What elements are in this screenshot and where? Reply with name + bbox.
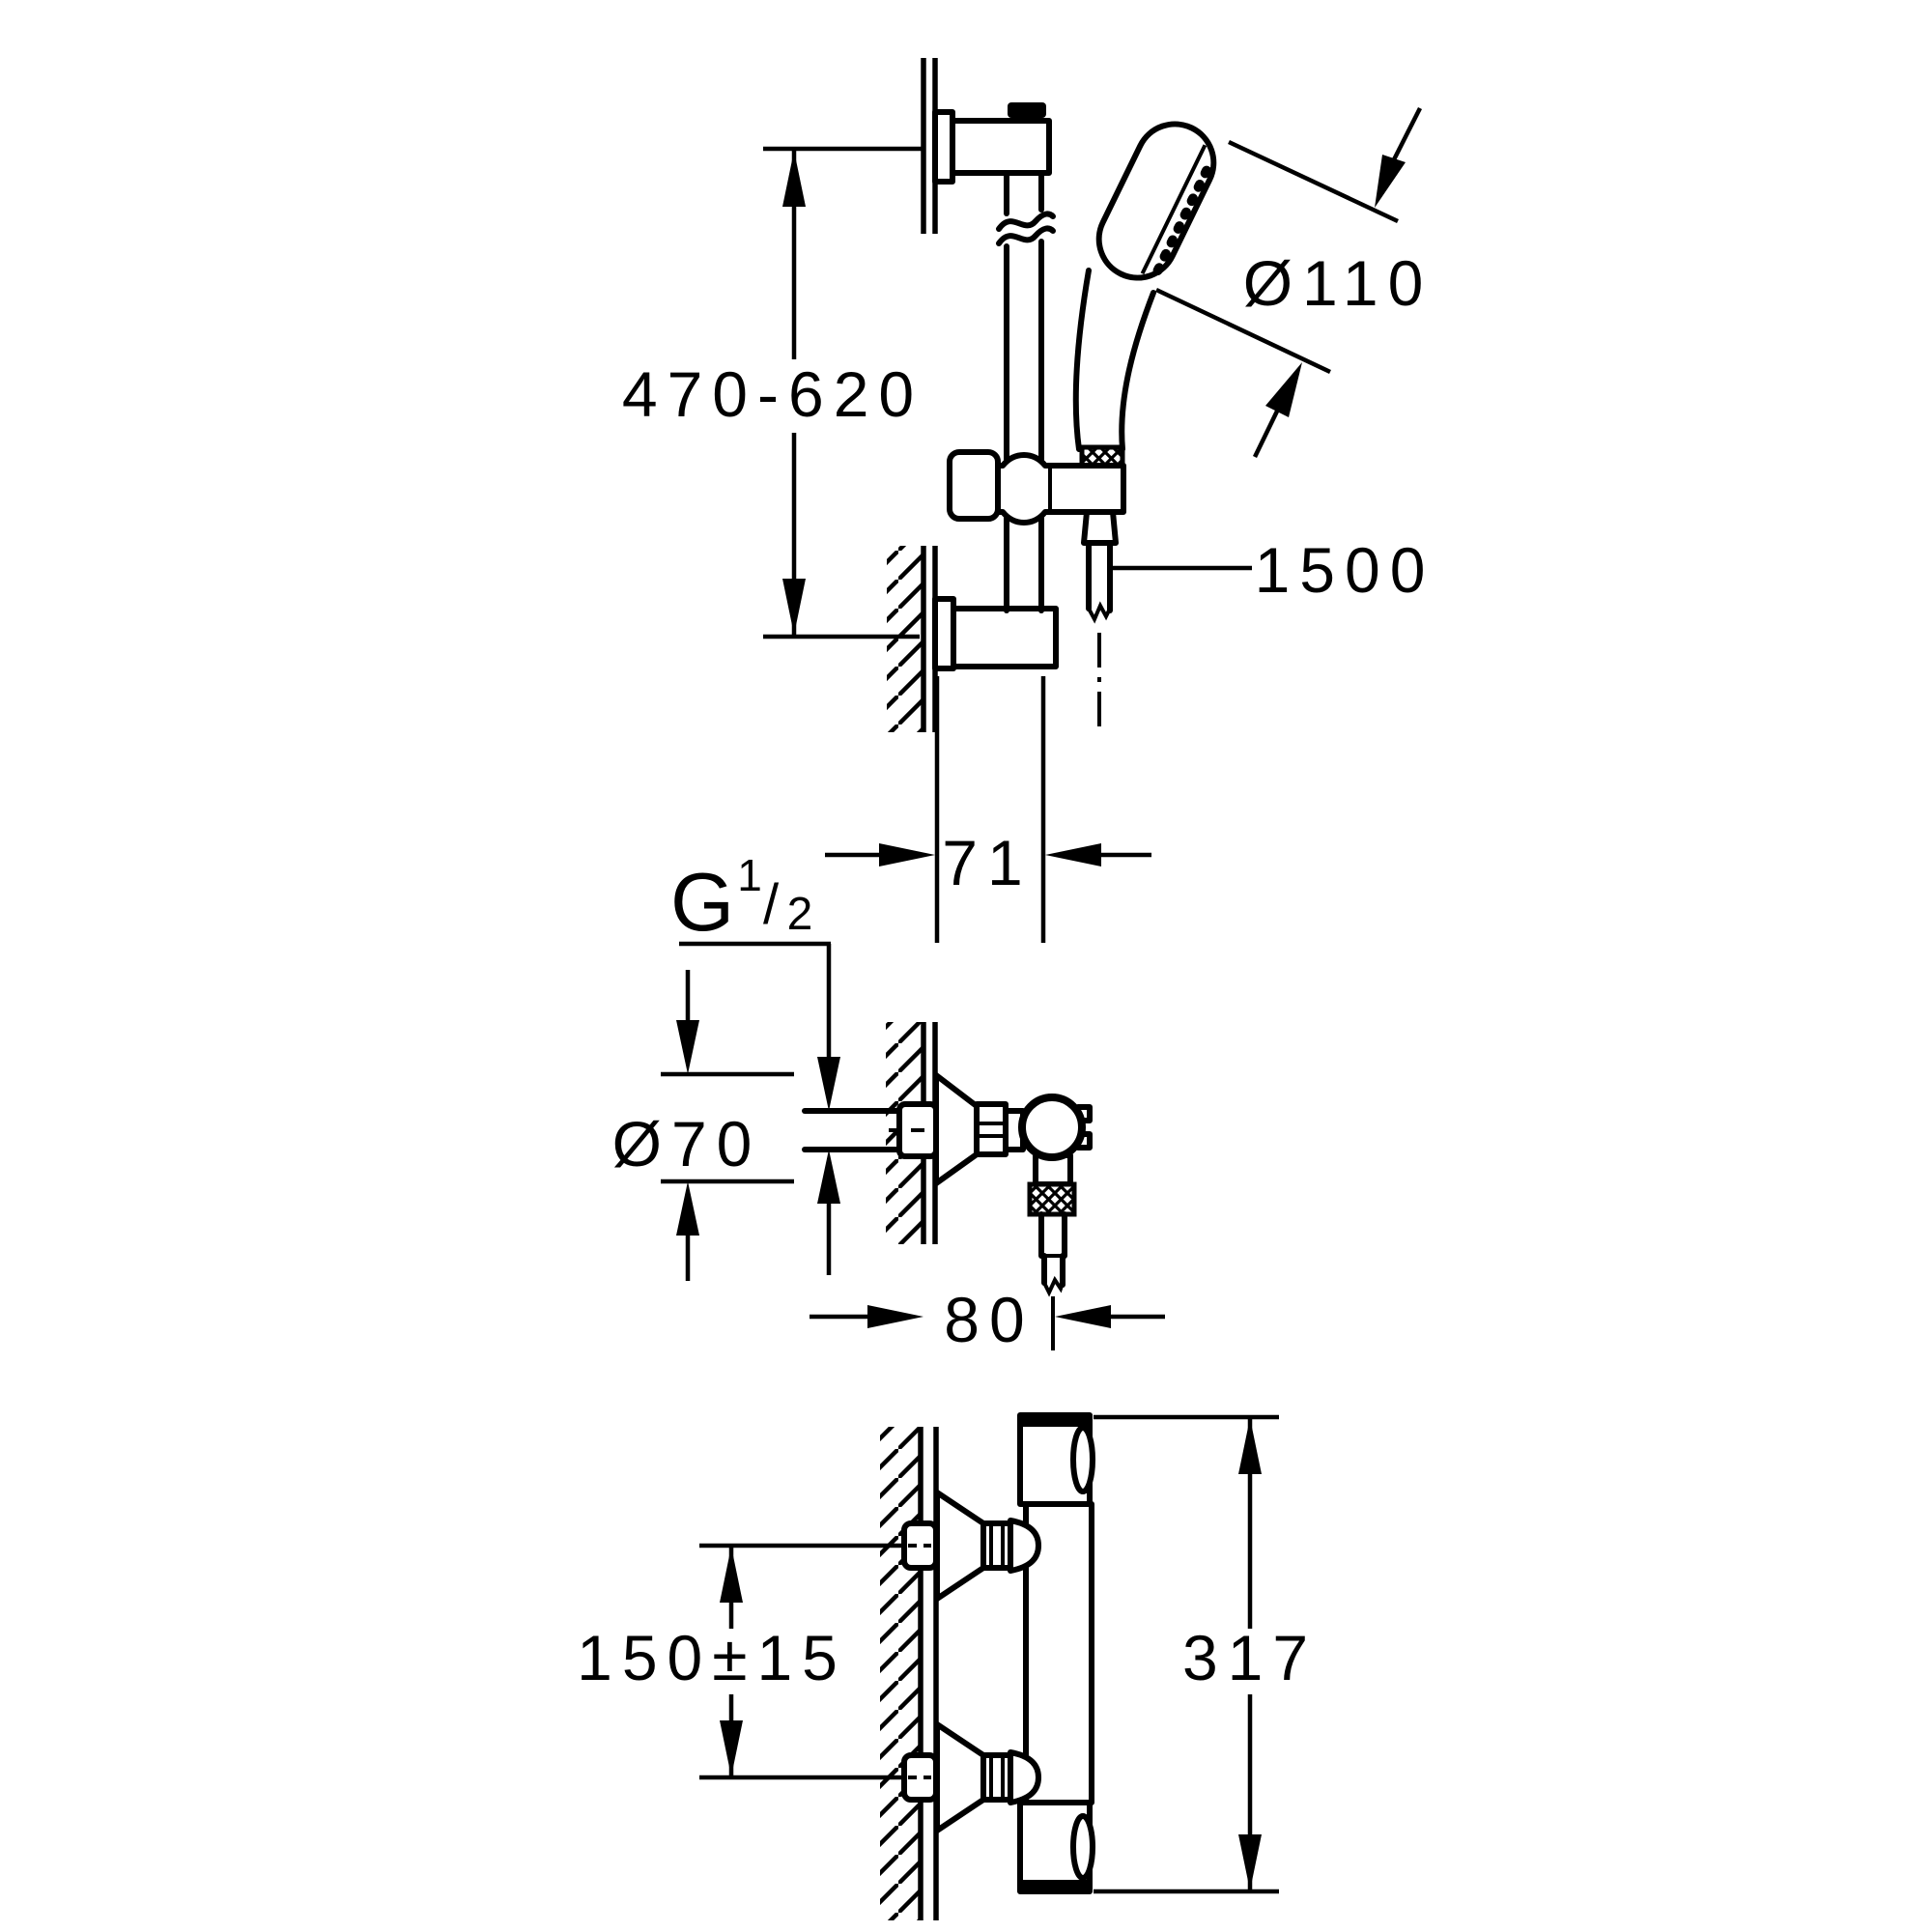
holder-knob	[947, 449, 1001, 522]
bottom-bracket-body	[951, 606, 1059, 669]
union-nut	[980, 1520, 1013, 1571]
handle-fill	[1075, 270, 1153, 449]
label-hose-length: 1500	[1255, 534, 1435, 606]
top-bracket-body	[950, 118, 1052, 176]
arrow-up	[720, 1547, 743, 1603]
union-nut	[980, 1752, 1013, 1803]
supply-nipple	[802, 1101, 939, 1159]
top-knob-grip-band	[1022, 1415, 1090, 1427]
thread-arrow-down	[817, 1057, 840, 1111]
label-rail-offset: 71	[942, 827, 1032, 898]
arrow-right-pointing	[867, 1305, 923, 1328]
tangent-line-upper	[1228, 139, 1399, 224]
thermostat-body	[1017, 1412, 1095, 1894]
upper-s-union	[901, 1490, 1041, 1602]
hand-shower-head	[1095, 121, 1217, 281]
lower-wall-hatching	[887, 546, 923, 732]
hose-break-symbol	[1042, 1275, 1065, 1297]
thread-size-label: G 1 / 2	[670, 850, 840, 1275]
rail-slider-holder	[947, 449, 1126, 526]
dim-escutcheon-diameter: Ø70	[612, 970, 794, 1281]
dim-rail-offset: 71	[825, 676, 1151, 943]
top-rail-bracket	[932, 102, 1052, 185]
middle-view-wall-union: G 1 / 2	[612, 850, 1165, 1355]
braided-nut-knurl	[1027, 1181, 1077, 1217]
wall-hatching	[880, 1427, 921, 1920]
shower-head-outline	[1095, 121, 1217, 281]
label-body-height: 317	[1182, 1622, 1318, 1693]
rail-break-wave-upper	[996, 211, 1056, 232]
valve-hose	[1027, 1181, 1077, 1297]
label-inlet-spacing: 150±15	[577, 1622, 847, 1693]
label-head-diameter: Ø110	[1243, 247, 1434, 319]
arrow-down	[1238, 1834, 1262, 1890]
arrow-up	[782, 151, 806, 207]
dim-rail-height-range: 470-620	[622, 146, 923, 639]
escutcheon-cone	[934, 1490, 986, 1602]
thread-letter: G	[670, 857, 734, 949]
spray-nozzle-dots	[1152, 154, 1217, 275]
thread-denominator: 2	[787, 889, 813, 940]
valve-hex-section	[974, 1101, 1009, 1157]
thread-fraction-slash: /	[763, 873, 780, 936]
label-escutcheon-diameter: Ø70	[612, 1108, 762, 1179]
bottom-knob-grip-band	[1022, 1880, 1090, 1891]
label-rail-height-range: 470-620	[622, 358, 923, 430]
arrow-down	[676, 1020, 699, 1074]
hose-nut	[1081, 509, 1119, 546]
hose-break-symbol	[1087, 601, 1112, 624]
arrow-down	[720, 1720, 743, 1776]
arrow-left-pointing	[1055, 1305, 1111, 1328]
thread-arrow-up	[817, 1150, 840, 1204]
arrow-up	[676, 1181, 699, 1236]
top-knob-face	[1070, 1425, 1095, 1494]
hand-shower	[1072, 121, 1217, 452]
dim-head-diameter: Ø110	[1155, 106, 1434, 458]
lower-s-union	[901, 1721, 1041, 1833]
top-bracket-cap	[1008, 102, 1046, 118]
upper-wall-hatching	[887, 60, 923, 232]
arrow-up	[1238, 1418, 1262, 1474]
union-ball-joint	[1008, 1518, 1041, 1574]
arrow-down	[782, 579, 806, 635]
tangent-line-lower	[1155, 287, 1331, 375]
shower-rail	[996, 170, 1056, 613]
dim-wall-depth: 80	[810, 1284, 1165, 1355]
arrow-right-pointing	[879, 843, 935, 867]
valve-escutcheon-cone	[933, 1072, 980, 1186]
dim-body-height: 317	[1094, 1414, 1318, 1894]
valve-body	[933, 1072, 1093, 1187]
arrow-upper	[1375, 155, 1406, 208]
label-wall-depth: 80	[944, 1284, 1034, 1355]
rail-break-wave-lower	[996, 225, 1056, 246]
dim-hose-length: 1500	[1112, 534, 1435, 606]
handle-right-edge	[1119, 290, 1156, 452]
arrow-lower	[1265, 362, 1302, 417]
bottom-view-thermostat: 150±15 317	[577, 1412, 1318, 1920]
spray-face-rim-line	[1140, 144, 1208, 275]
arrow-left-pointing	[1045, 843, 1101, 867]
thread-numerator: 1	[737, 850, 762, 900]
bottom-knob-face	[1070, 1813, 1095, 1881]
dim-inlet-spacing: 150±15	[577, 1543, 902, 1780]
valve-round-body	[1018, 1094, 1086, 1161]
union-ball-joint	[1008, 1749, 1041, 1805]
escutcheon-cone	[934, 1721, 986, 1833]
handle-left-edge	[1072, 268, 1092, 452]
top-view-shower-rail-set: 470-620 Ø110 1500 71	[622, 58, 1435, 943]
bottom-rail-bracket	[932, 596, 1059, 671]
holder-body	[995, 452, 1126, 526]
